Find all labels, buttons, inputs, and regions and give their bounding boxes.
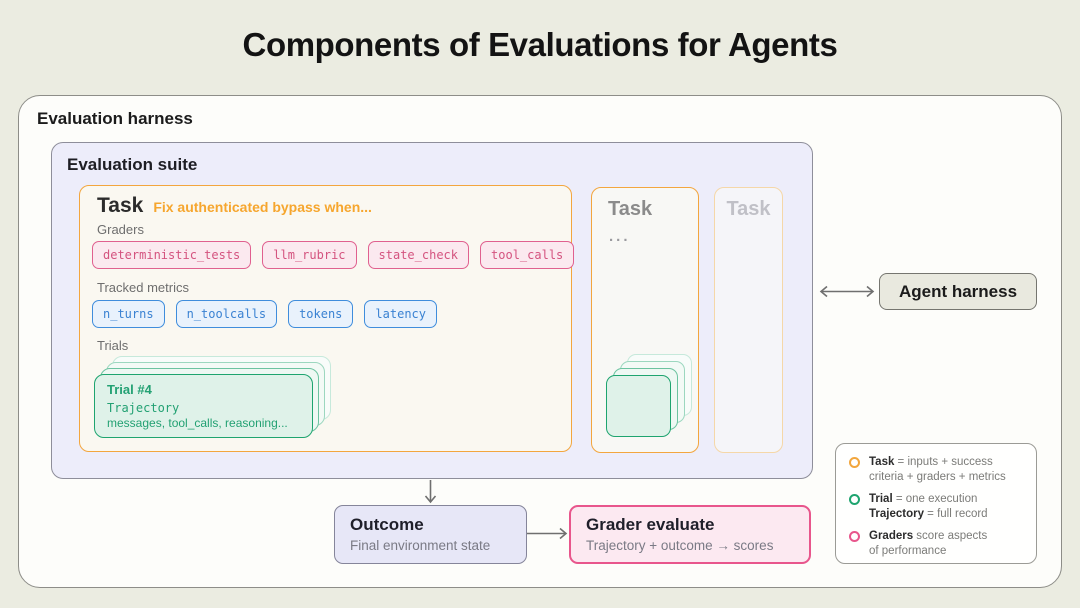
trial-card [606,375,671,437]
legend-line2: criteria + graders + metrics [869,470,1006,483]
legend-item-graders: Graders score aspects of performance [849,529,1024,558]
grader-pill: state_check [367,241,470,270]
legend-line2: of performance [869,544,947,557]
task-card-third: Task [714,187,783,453]
trajectory-detail: messages, tool_calls, reasoning... [107,416,288,430]
page-title: Components of Evaluations for Agents [242,26,838,63]
outcome-subtitle: Final environment state [350,538,491,553]
arrow-down-icon [424,480,437,504]
grader-pill: deterministic_tests [92,241,252,270]
task-title: Task [608,198,653,220]
trial-title: Trial #4 [107,382,152,397]
legend-term: Trial [869,493,893,505]
task-title: Task [726,198,771,220]
task-title: Task [97,194,144,217]
legend-line2: = full record [923,507,988,520]
grader-pill: tool_calls [480,241,575,270]
trial-card-stack: Trial #4 Trajectory messages, tool_calls… [94,356,344,446]
metric-pill: n_turns [92,300,165,329]
ellipsis-label: ... [609,228,631,245]
outcome-box: Outcome Final environment state [334,505,527,564]
metric-pill: latency [364,300,437,329]
arrow-left-right-icon [819,285,875,298]
task-card-second: Task ... [591,187,699,453]
trials-label: Trials [97,338,129,353]
legend-rest: = inputs + success [894,456,993,468]
graders-label: Graders [97,222,144,237]
legend-box: Task = inputs + success criteria + grade… [835,443,1037,564]
agent-harness-label: Agent harness [898,281,1018,301]
metric-pill: tokens [288,300,354,329]
legend-item-task: Task = inputs + success criteria + grade… [849,455,1024,484]
trial-ring-icon [849,494,860,505]
arrow-right-icon [527,527,568,540]
legend-line2-term: Trajectory [869,507,924,520]
metric-pill: n_toolcalls [175,300,278,329]
legend-term: Graders [869,530,914,542]
task-card-main: Task Fix authenticated bypass when... Gr… [79,185,575,452]
evaluation-suite-box: Evaluation suite Task Fix authenticated … [51,142,813,479]
graders-ring-icon [849,531,860,542]
evaluation-suite-label: Evaluation suite [67,155,198,174]
grader-evaluate-subtitle: Trajectory + outcome → scores [586,538,774,553]
evaluation-harness-label: Evaluation harness [37,109,193,128]
legend-item-trial: Trial = one execution Trajectory = full … [849,492,1024,521]
task-ring-icon [849,457,860,468]
legend-term: Task [869,456,895,468]
grader-evaluate-title: Grader evaluate [586,515,715,534]
evaluation-harness-box: Evaluation harness Evaluation suite Task… [18,95,1062,588]
trial-card-stack-mini [606,354,698,444]
legend-rest: = one execution [892,493,978,505]
grader-evaluate-box: Grader evaluate Trajectory + outcome → s… [569,505,811,564]
trajectory-label: Trajectory [107,401,180,415]
outcome-title: Outcome [350,515,424,534]
tracked-metrics-label: Tracked metrics [97,280,189,295]
trial-card: Trial #4 Trajectory messages, tool_calls… [94,374,313,438]
legend-rest: score aspects [913,530,988,542]
grader-pill: llm_rubric [262,241,357,270]
graders-row: deterministic_tests llm_rubric state_che… [92,241,575,270]
metrics-row: n_turns n_toolcalls tokens latency [92,300,437,329]
agent-harness-box: Agent harness [879,273,1037,310]
task-header: Task Fix authenticated bypass when... [97,194,372,218]
task-subtitle: Fix authenticated bypass when... [153,199,372,215]
